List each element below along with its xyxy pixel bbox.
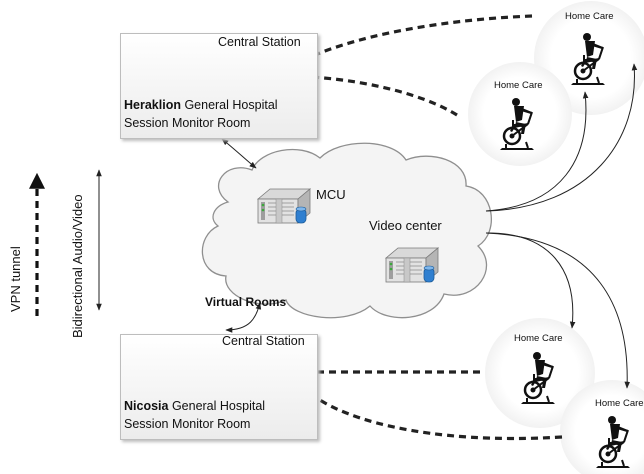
home-care-label: Home Care (494, 80, 543, 91)
room-name: Session Monitor Room (124, 417, 251, 431)
virtual-rooms-label: Virtual Rooms (205, 295, 287, 309)
nicosia-station-box (120, 334, 318, 440)
video-center-label: Video center (369, 218, 442, 233)
home-care-bubble (560, 380, 644, 474)
hospital-suffix: General Hospital (180, 98, 278, 112)
dashed-stream (279, 14, 533, 74)
city-name: Nicosia (124, 399, 169, 413)
hospital-suffix: General Hospital (168, 399, 266, 413)
network-cloud (201, 142, 492, 319)
bidirectional-av-label: Bidirectional Audio/Video (70, 194, 85, 338)
station-title: Central Station (222, 334, 305, 348)
station-link (225, 302, 262, 333)
hospital-name: Heraklion General Hospital (124, 97, 278, 114)
video-link (485, 232, 576, 329)
home-care-label: Home Care (514, 333, 563, 344)
station-title: Central Station (218, 35, 301, 49)
hospital-name: Nicosia General Hospital (124, 398, 265, 415)
video-link (485, 91, 589, 212)
server-icon (257, 188, 311, 224)
home-care-label: Home Care (595, 398, 644, 409)
video-link (485, 232, 631, 389)
vpn-tunnel-label: VPN tunnel (8, 246, 23, 312)
station-link (221, 138, 257, 169)
home-care-label: Home Care (565, 11, 614, 22)
city-name: Heraklion (124, 98, 181, 112)
room-name: Session Monitor Room (124, 116, 251, 130)
server-icon (385, 247, 439, 283)
video-link (485, 63, 638, 212)
mcu-label: MCU (316, 187, 346, 202)
heraklion-station-box (120, 33, 318, 139)
